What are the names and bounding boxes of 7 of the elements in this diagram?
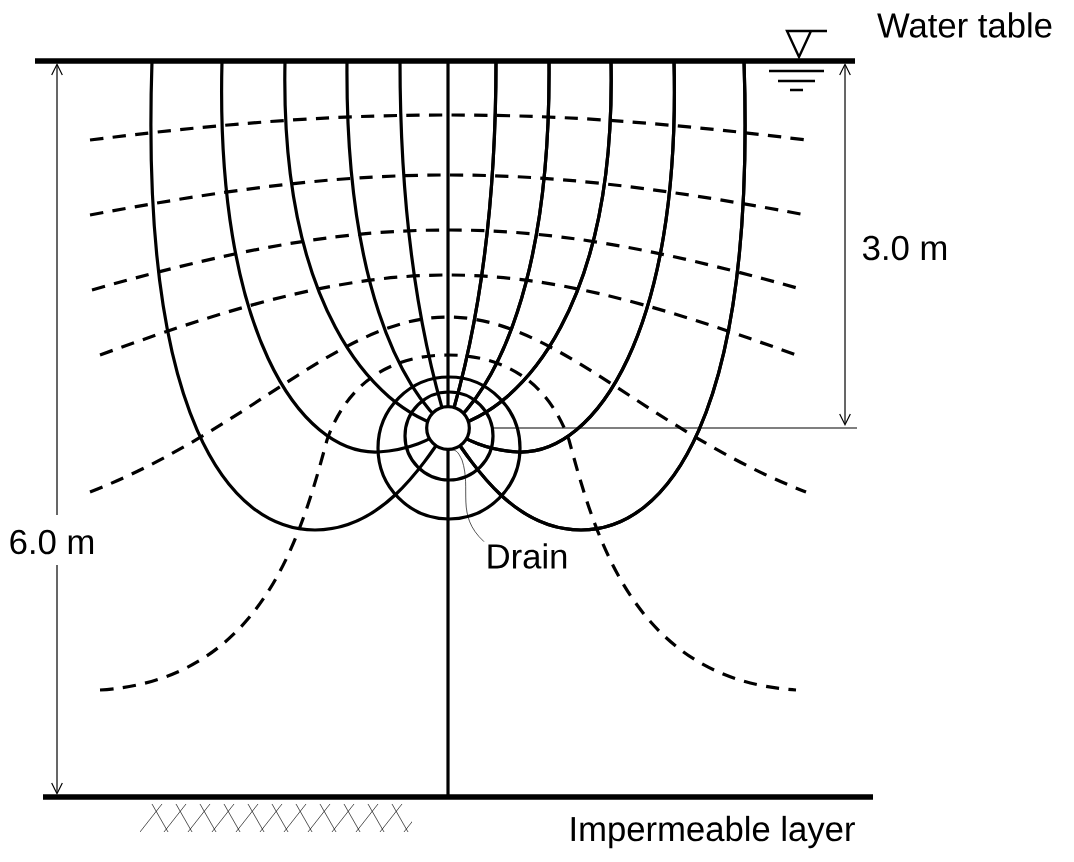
dimension-label: 6.0 m	[10, 529, 94, 555]
label-text: Water table	[877, 12, 1052, 38]
drain-circle	[425, 405, 471, 451]
label-text: Impermeable layer	[571, 815, 855, 849]
leader-line	[447, 449, 485, 542]
node-label: Drain	[488, 543, 567, 569]
dimension-label: 3.0 m	[862, 235, 947, 261]
